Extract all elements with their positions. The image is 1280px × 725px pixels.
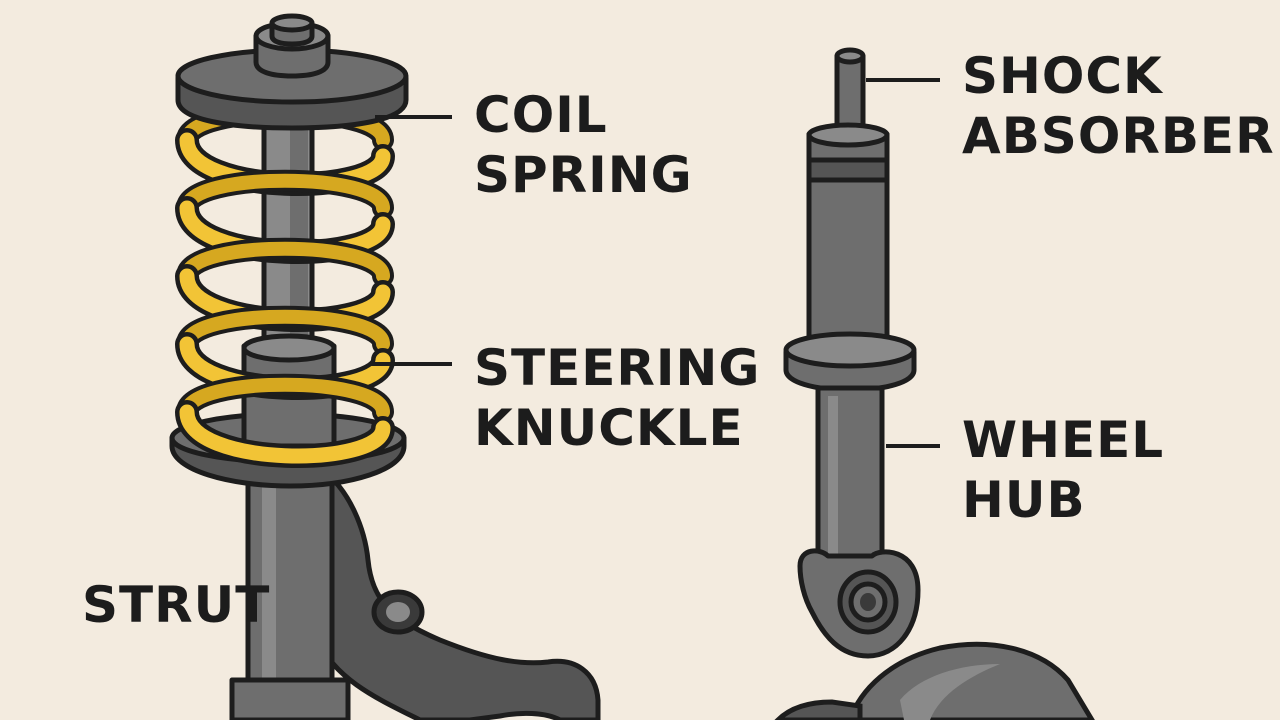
shock-lower-highlight bbox=[828, 396, 838, 556]
shock-absorber-label: SHOCK ABSORBER bbox=[962, 46, 1275, 166]
strut-assembly bbox=[169, 13, 601, 725]
shock-upper-band bbox=[806, 157, 890, 183]
wheel-hub-label: WHEEL HUB bbox=[962, 410, 1164, 530]
wheel-hub-label-line1: WHEEL bbox=[962, 411, 1165, 469]
piston-rod-shade bbox=[290, 104, 308, 356]
shock-collar-top bbox=[783, 331, 917, 369]
shock-absorber-label-line1: SHOCK bbox=[962, 47, 1163, 105]
top-stud-cap bbox=[269, 13, 315, 33]
strut-lower-bracket bbox=[229, 677, 351, 723]
steering-knuckle-label: STEERING KNUCKLE bbox=[474, 338, 760, 458]
wheel-hub-part bbox=[771, 641, 1097, 723]
coil-turn-back bbox=[180, 173, 390, 215]
strut-label-line1: STRUT bbox=[82, 576, 271, 634]
coil-turn-back bbox=[180, 241, 390, 283]
knuckle-arm-hole-inner bbox=[386, 602, 410, 622]
damper-tube-top bbox=[241, 333, 337, 363]
wheel-hub-label-line2: HUB bbox=[962, 471, 1086, 529]
coil-turn-front bbox=[179, 404, 391, 464]
coil-turn-back bbox=[180, 309, 390, 351]
strut-label: STRUT bbox=[82, 575, 270, 635]
shock-rod-cap bbox=[834, 47, 866, 65]
shock-lower-body bbox=[815, 385, 885, 567]
steering-knuckle-label-line2: KNUCKLE bbox=[474, 399, 744, 457]
shock-upper-top bbox=[806, 122, 890, 148]
steering-knuckle-label-line1: STEERING bbox=[474, 339, 761, 397]
shock-absorber-part bbox=[783, 47, 921, 659]
coil-spring-label: COIL SPRING bbox=[474, 85, 693, 205]
strut-lower-highlight bbox=[262, 480, 276, 720]
knuckle-arm bbox=[315, 467, 601, 723]
wheel-hub-highlight bbox=[900, 664, 1000, 720]
shock-absorber-label-line2: ABSORBER bbox=[962, 107, 1275, 165]
wheel-hub-flange bbox=[771, 699, 863, 723]
shock-eye-hole bbox=[860, 593, 876, 611]
coil-spring-label-line2: SPRING bbox=[474, 146, 693, 204]
coil-spring-label-line1: COIL bbox=[474, 86, 608, 144]
coil-turn-back bbox=[180, 377, 390, 419]
